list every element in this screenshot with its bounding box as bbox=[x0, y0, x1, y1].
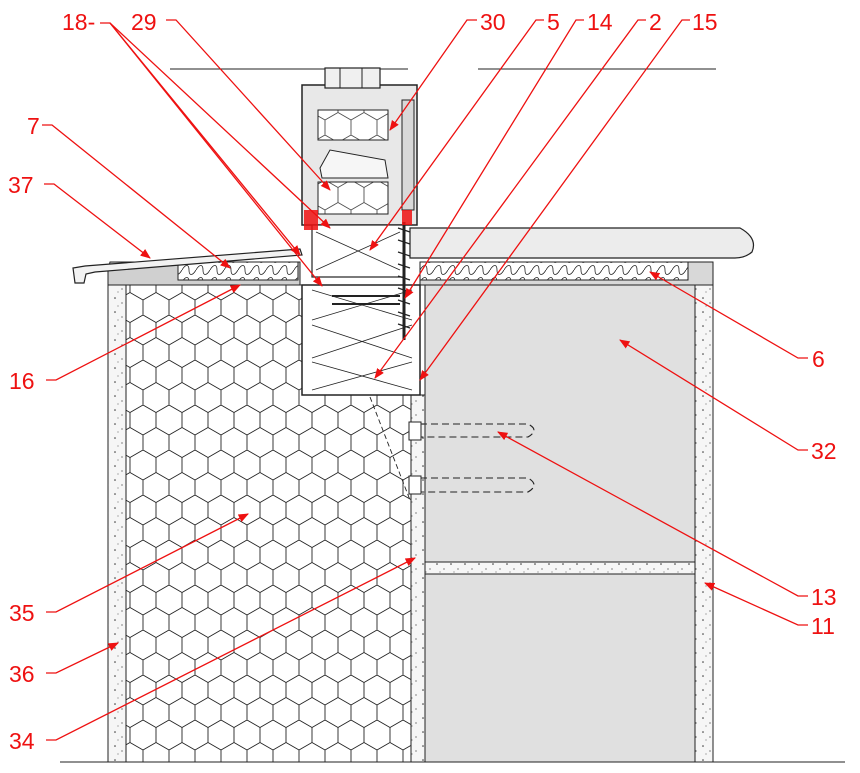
callout-7: 7 bbox=[27, 113, 40, 139]
callout-29: 29 bbox=[131, 9, 157, 35]
internal-sill bbox=[409, 227, 755, 259]
leader-30 bbox=[389, 19, 477, 131]
leader-32 bbox=[619, 339, 808, 451]
concrete-wall bbox=[424, 284, 696, 763]
callout-36: 36 bbox=[9, 661, 35, 687]
leader-11 bbox=[704, 582, 808, 626]
leader-14 bbox=[404, 19, 584, 299]
callout-34: 34 bbox=[9, 728, 35, 754]
anchor-lower bbox=[420, 477, 535, 493]
callout-14: 14 bbox=[587, 9, 613, 35]
leader-5 bbox=[369, 19, 544, 251]
callout-15: 15 bbox=[692, 9, 718, 35]
callout-16: 16 bbox=[9, 368, 35, 394]
callout-2: 2 bbox=[649, 9, 662, 35]
leader-29 bbox=[166, 19, 331, 191]
callout-30: 30 bbox=[480, 9, 506, 35]
leader-18c bbox=[109, 22, 323, 287]
callout-6: 6 bbox=[812, 346, 825, 372]
callout-32: 32 bbox=[811, 438, 837, 464]
external-sill bbox=[72, 248, 303, 284]
leader-6 bbox=[649, 271, 808, 359]
callout-11: 11 bbox=[811, 613, 835, 639]
leader-34 bbox=[46, 557, 416, 741]
callout-5: 5 bbox=[547, 9, 560, 35]
anchor-upper bbox=[420, 423, 535, 438]
leader-35 bbox=[46, 513, 249, 613]
leader-7 bbox=[42, 124, 231, 269]
leader-13 bbox=[497, 431, 808, 597]
callout-37: 37 bbox=[8, 172, 34, 198]
leader-2 bbox=[374, 19, 646, 379]
callout-35: 35 bbox=[9, 600, 35, 626]
callout-13: 13 bbox=[811, 584, 837, 610]
leader-15 bbox=[419, 19, 690, 381]
leader-37 bbox=[44, 183, 151, 259]
callout-18: 18- bbox=[62, 9, 95, 35]
leader-16 bbox=[46, 284, 241, 381]
leader-36 bbox=[46, 642, 119, 674]
